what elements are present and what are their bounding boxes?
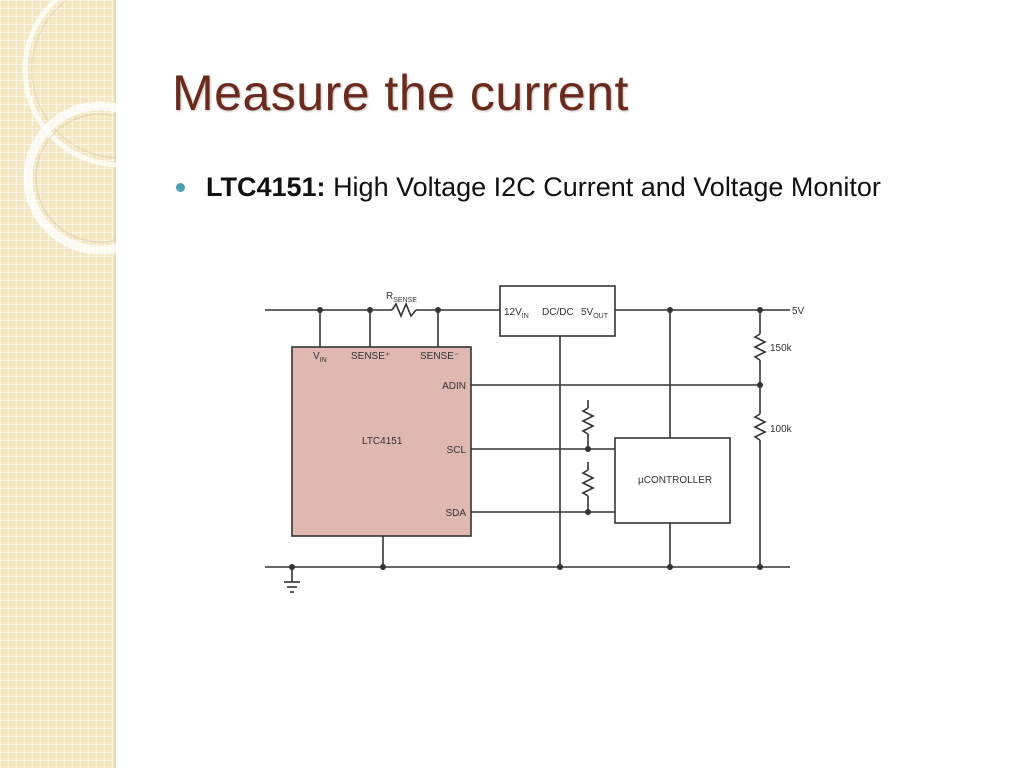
pin-sense-minus-label: SENSE⁻ bbox=[420, 351, 459, 362]
pin-scl-label: SCL bbox=[447, 445, 467, 456]
pin-adin-label: ADIN bbox=[442, 381, 466, 392]
microcontroller-box bbox=[614, 437, 731, 524]
rail-5v-label: 5V bbox=[792, 306, 805, 317]
decorative-rings bbox=[22, 0, 116, 255]
dcdc-in-label: 12VIN bbox=[504, 307, 529, 320]
junction-dots bbox=[289, 307, 763, 570]
bullet-term: LTC4151: bbox=[206, 172, 326, 202]
pullup-resistor-1 bbox=[581, 407, 595, 435]
rsense-label: RSENSE bbox=[386, 291, 417, 304]
pullup-resistor-2 bbox=[581, 469, 595, 497]
pin-vin-label: VIN bbox=[313, 351, 327, 364]
microcontroller-label: µCONTROLLER bbox=[638, 475, 712, 486]
decorative-side-stripe bbox=[0, 0, 114, 768]
chip-label: LTC4151 bbox=[362, 436, 403, 447]
resistor-100k bbox=[753, 413, 767, 441]
slide-title: Measure the current bbox=[172, 65, 629, 121]
dcdc-out-label: 5VOUT bbox=[581, 307, 609, 320]
rsense-resistor bbox=[391, 301, 417, 319]
bullet-dot-icon bbox=[176, 183, 185, 192]
stripe-divider bbox=[114, 0, 116, 768]
bullet-description: High Voltage I2C Current and Voltage Mon… bbox=[333, 172, 881, 202]
pin-sda-label: SDA bbox=[445, 508, 466, 519]
pin-sense-plus-label: SENSE⁺ bbox=[351, 351, 390, 362]
bullet-item: LTC4151: High Voltage I2C Current and Vo… bbox=[206, 172, 881, 203]
ground-icon bbox=[284, 567, 300, 593]
resistor-150k bbox=[753, 333, 767, 361]
dcdc-converter-box bbox=[499, 285, 616, 337]
resistor-100k-label: 100k bbox=[770, 424, 793, 435]
dcdc-label: DC/DC bbox=[542, 307, 574, 318]
resistor-150k-label: 150k bbox=[770, 343, 793, 354]
ltc4151-chip bbox=[291, 346, 472, 537]
